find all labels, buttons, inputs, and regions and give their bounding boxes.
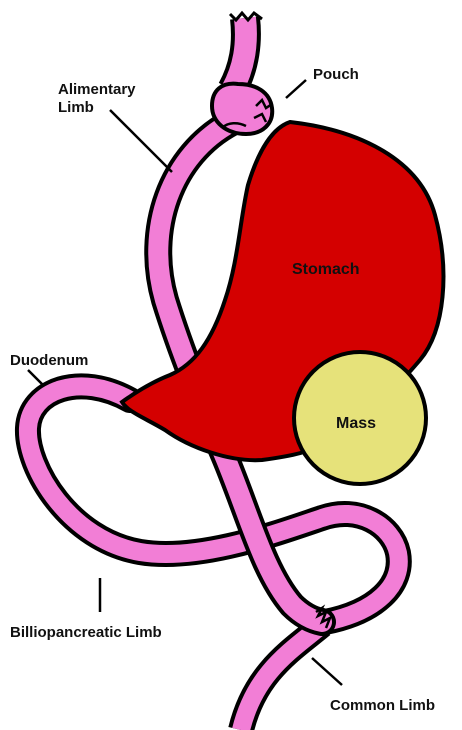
alimentary-limb-leader	[110, 110, 172, 172]
common-limb-leader	[312, 658, 342, 685]
mass-label: Mass	[336, 415, 376, 432]
alimentary-limb-label-line2: Limb	[58, 99, 94, 116]
common-limb-label: Common Limb	[330, 697, 435, 714]
duodenum-leader	[28, 370, 44, 386]
duodenum-label: Duodenum	[10, 352, 88, 369]
gastric-pouch	[212, 84, 272, 134]
pouch-label: Pouch	[313, 66, 359, 83]
pouch-leader	[286, 80, 306, 98]
alimentary-limb-label-line1: Alimentary	[58, 81, 136, 98]
stomach-label: Stomach	[292, 261, 360, 278]
biliopancreatic-limb-label: Billiopancreatic Limb	[10, 624, 162, 641]
